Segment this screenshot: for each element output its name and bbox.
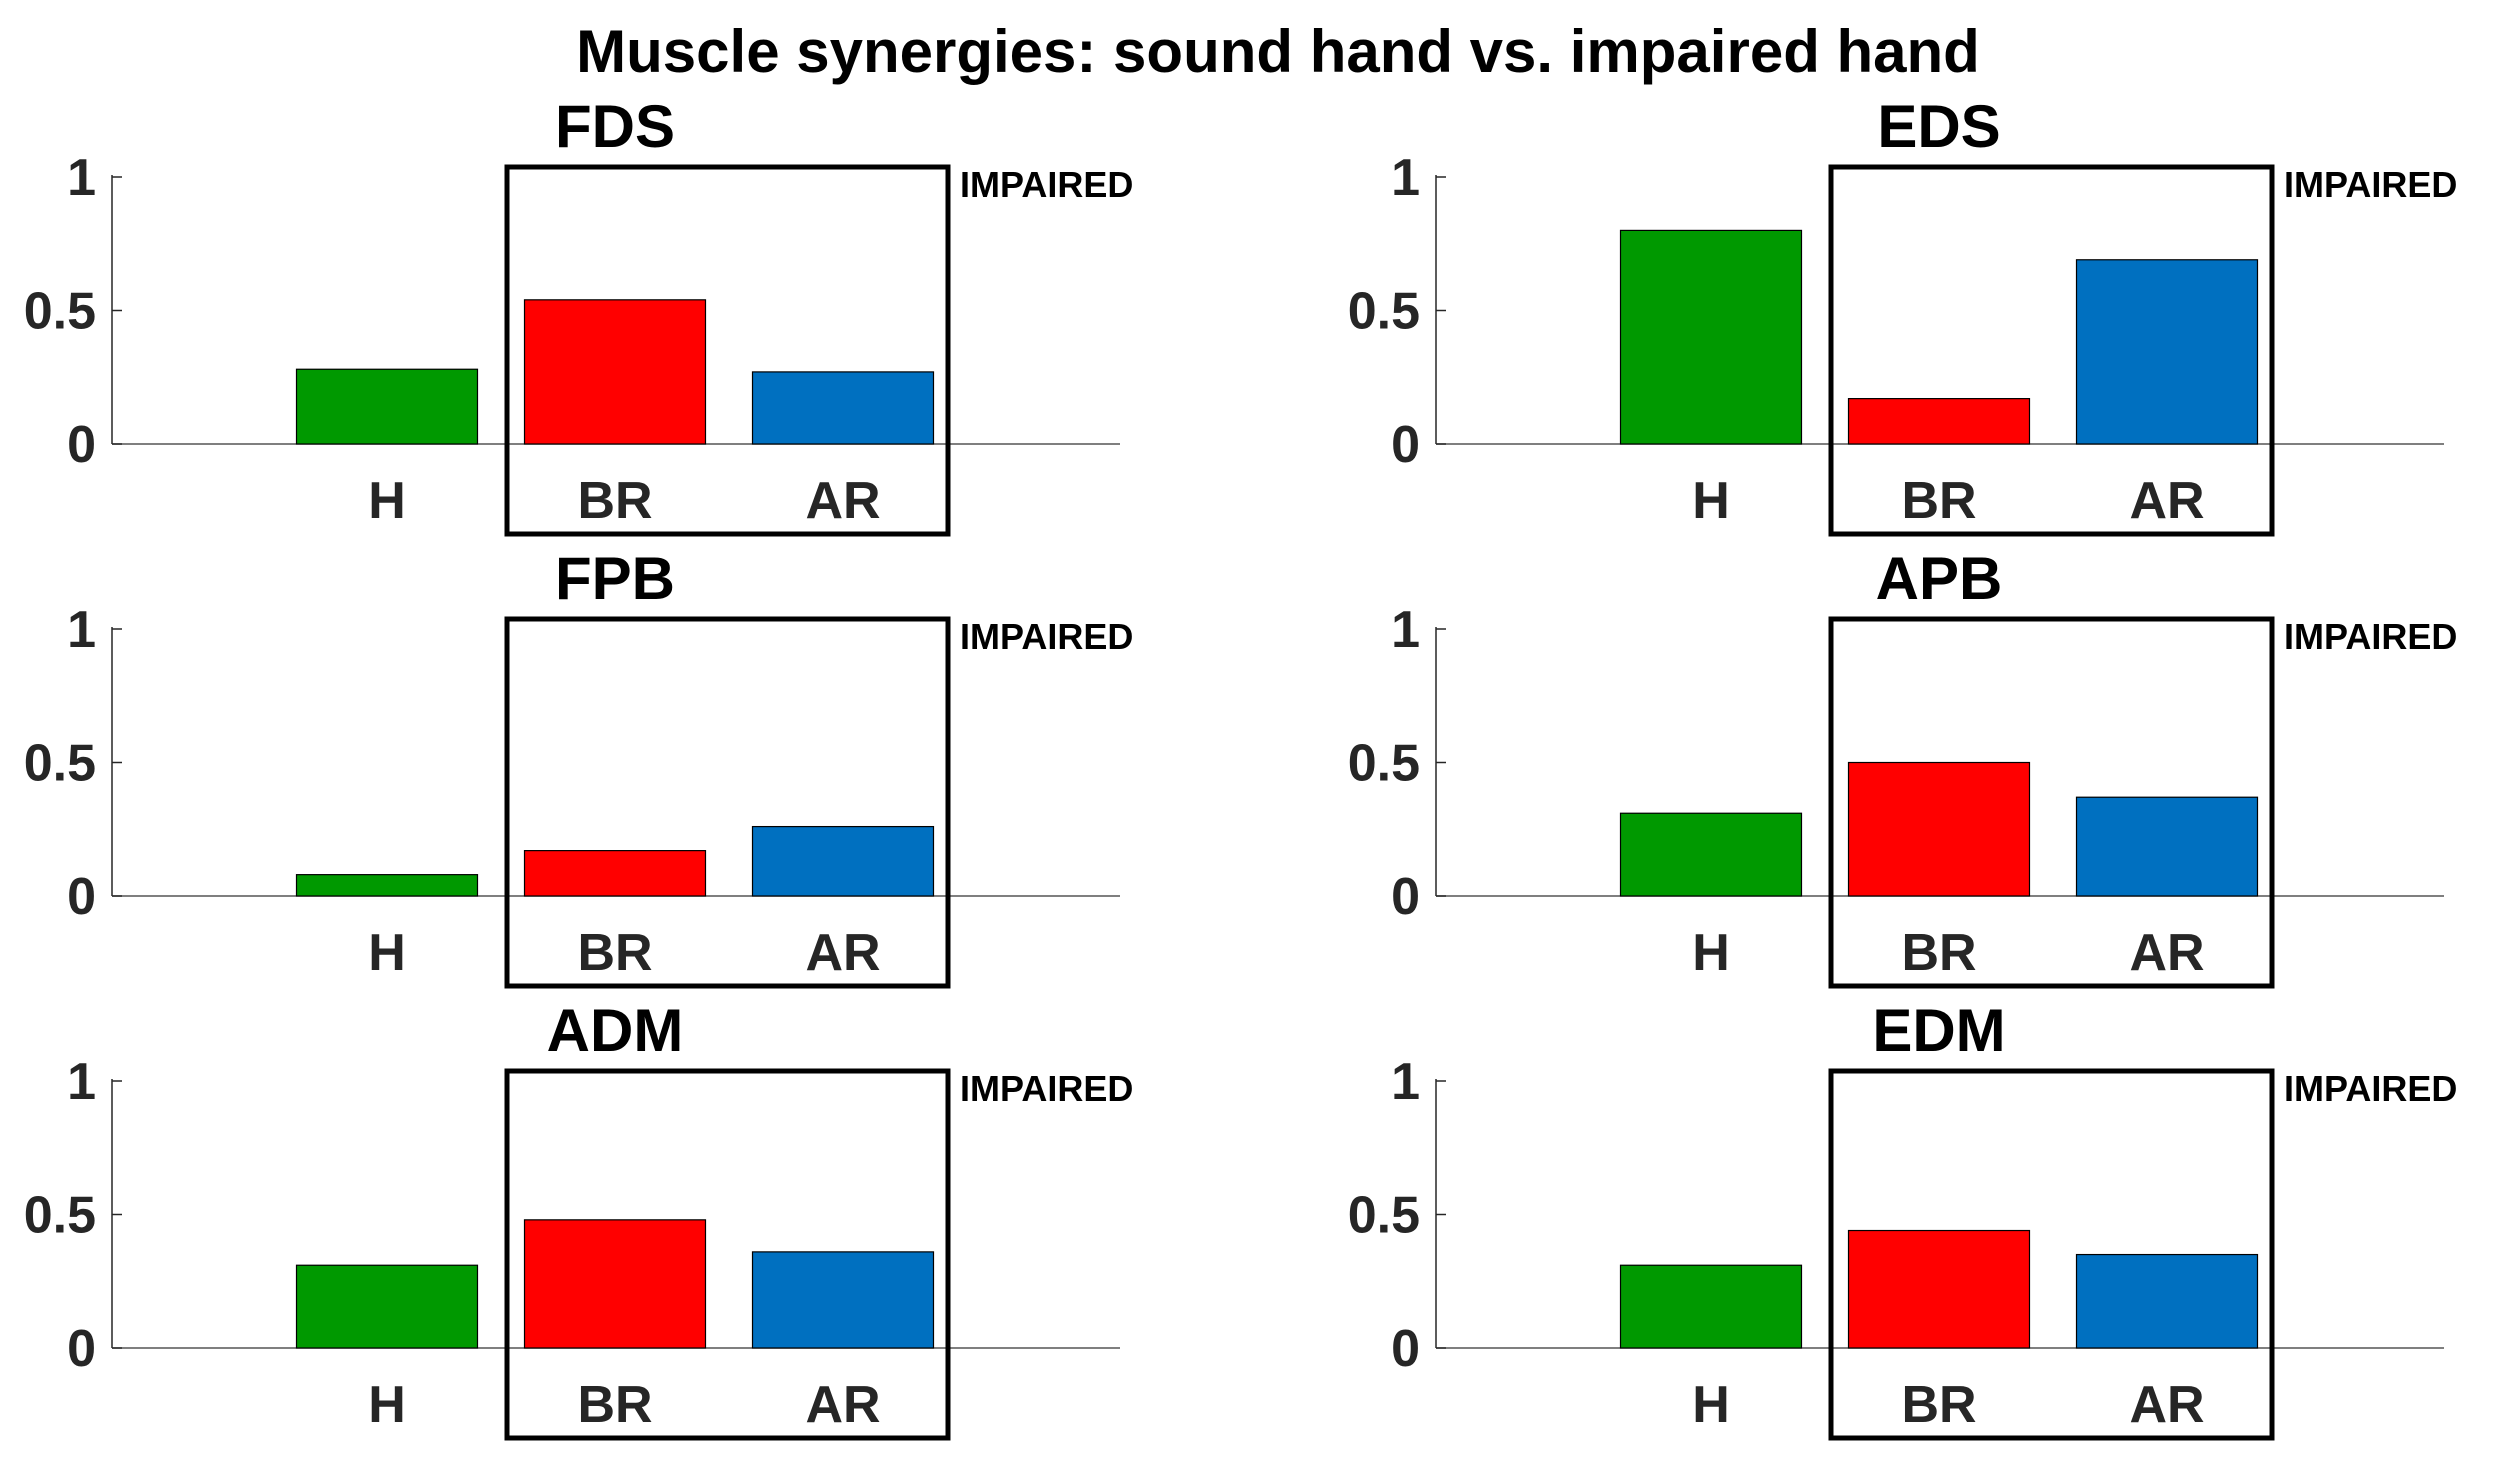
apb-xtick-br: BR: [1901, 924, 1976, 982]
eds-ytick-label: 0.5: [1348, 283, 1420, 341]
fpb-impaired-label: IMPAIRED: [960, 616, 1133, 657]
fpb-ytick-label: 0.5: [24, 735, 96, 793]
edm-panel-title: EDM: [1872, 997, 2005, 1064]
edm-bar-br: [1847, 1229, 2031, 1349]
apb-bar-br: [1847, 761, 2031, 897]
edm-bar-h: [1619, 1264, 1803, 1349]
edm-xtick-ar: AR: [2129, 1376, 2204, 1434]
eds-xtick-br: BR: [1901, 472, 1976, 530]
fds-ytick-label: 0: [67, 416, 96, 474]
apb-xtick-ar: AR: [2129, 924, 2204, 982]
fds-xtick-br: BR: [577, 472, 652, 530]
fpb-xtick-h: H: [368, 924, 406, 982]
apb-bar-ar: [2075, 796, 2259, 897]
edm-impaired-label: IMPAIRED: [2284, 1068, 2457, 1109]
eds-bar-ar: [2075, 259, 2259, 445]
eds-bar-br: [1847, 398, 2031, 445]
apb-impaired-label: IMPAIRED: [2284, 616, 2457, 657]
figure-title: Muscle synergies: sound hand vs. impaire…: [576, 18, 1980, 85]
adm-xtick-br: BR: [577, 1376, 652, 1434]
fds-bar-ar: [751, 371, 935, 445]
eds-ytick-label: 1: [1391, 149, 1420, 207]
eds-ytick-label: 0: [1391, 416, 1420, 474]
apb-bar-h: [1619, 812, 1803, 897]
fds-ytick-label: 0.5: [24, 283, 96, 341]
apb-ytick-label: 0.5: [1348, 735, 1420, 793]
edm-xtick-br: BR: [1901, 1376, 1976, 1434]
adm-bar-h: [295, 1264, 479, 1349]
edm-ytick-label: 1: [1391, 1053, 1420, 1111]
fds-impaired-box: [504, 164, 951, 537]
apb-xtick-h: H: [1692, 924, 1730, 982]
fpb-xtick-br: BR: [577, 924, 652, 982]
apb-impaired-box: [1828, 616, 2275, 989]
fpb-panel-title: FPB: [555, 545, 675, 612]
apb-panel-title: APB: [1876, 545, 2003, 612]
eds-xtick-h: H: [1692, 472, 1730, 530]
adm-ytick-label: 0.5: [24, 1187, 96, 1245]
edm-impaired-box: [1828, 1068, 2275, 1441]
adm-impaired-label: IMPAIRED: [960, 1068, 1133, 1109]
fds-ytick-label: 1: [67, 149, 96, 207]
fpb-xtick-ar: AR: [805, 924, 880, 982]
adm-xtick-h: H: [368, 1376, 406, 1434]
edm-ytick-label: 0: [1391, 1320, 1420, 1378]
eds-impaired-box: [1828, 164, 2275, 537]
adm-bar-ar: [751, 1251, 935, 1349]
fpb-ytick-label: 1: [67, 601, 96, 659]
adm-panel-title: ADM: [547, 997, 684, 1064]
edm-xtick-h: H: [1692, 1376, 1730, 1434]
fpb-bar-ar: [751, 825, 935, 897]
eds-panel-title: EDS: [1877, 93, 2000, 160]
fds-bar-br: [523, 299, 707, 445]
apb-ytick-label: 1: [1391, 601, 1420, 659]
edm-bar-ar: [2075, 1253, 2259, 1349]
eds-impaired-label: IMPAIRED: [2284, 164, 2457, 205]
fpb-bar-br: [523, 850, 707, 897]
adm-bar-br: [523, 1219, 707, 1349]
fds-xtick-ar: AR: [805, 472, 880, 530]
adm-ytick-label: 0: [67, 1320, 96, 1378]
fds-bar-h: [295, 368, 479, 445]
adm-xtick-ar: AR: [805, 1376, 880, 1434]
fds-impaired-label: IMPAIRED: [960, 164, 1133, 205]
fds-xtick-h: H: [368, 472, 406, 530]
eds-bar-h: [1619, 229, 1803, 445]
apb-ytick-label: 0: [1391, 868, 1420, 926]
eds-xtick-ar: AR: [2129, 472, 2204, 530]
adm-ytick-label: 1: [67, 1053, 96, 1111]
fpb-impaired-box: [504, 616, 951, 989]
fds-panel-title: FDS: [555, 93, 675, 160]
fpb-bar-h: [295, 874, 479, 897]
edm-ytick-label: 0.5: [1348, 1187, 1420, 1245]
fpb-ytick-label: 0: [67, 868, 96, 926]
adm-impaired-box: [504, 1068, 951, 1441]
